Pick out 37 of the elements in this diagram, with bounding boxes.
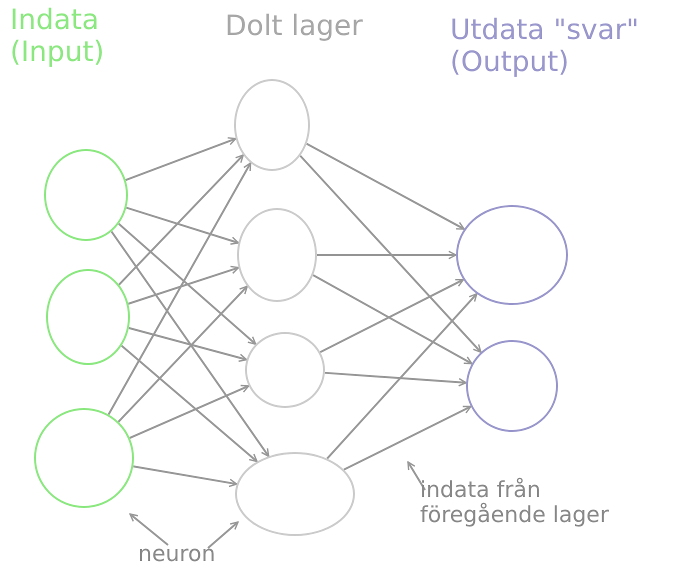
neuron-circle — [456, 205, 568, 305]
arrow — [120, 345, 258, 462]
arrow — [110, 230, 270, 457]
neuron-circle — [235, 452, 355, 536]
arrow — [312, 274, 473, 364]
leader-line — [407, 461, 426, 491]
annotation-text: indata från föregående lager — [420, 478, 660, 529]
annotation-text: neuron — [138, 542, 278, 568]
leader-line — [129, 513, 169, 546]
layer-heading: Utdata "svar" (Output) — [450, 14, 640, 78]
arrow — [128, 266, 240, 305]
neuron-circle — [234, 79, 310, 171]
arrow — [326, 293, 478, 460]
arrow — [129, 384, 250, 439]
neuron-circle — [44, 149, 128, 241]
arrow — [343, 406, 472, 471]
arrow — [306, 142, 465, 230]
arrow — [133, 465, 238, 488]
arrow — [108, 162, 252, 415]
layer-heading: Dolt lager — [225, 10, 364, 42]
layer-heading: Indata (Input) — [10, 4, 106, 68]
arrow — [320, 278, 464, 354]
neuron-circle — [245, 332, 325, 408]
neuron-circle — [34, 408, 134, 508]
leader-line — [207, 521, 239, 549]
neuron-circle — [46, 269, 130, 365]
arrow — [118, 286, 248, 422]
neuron-circle — [237, 208, 317, 302]
arrow — [324, 372, 467, 387]
arrow — [128, 327, 248, 362]
neuron-circle — [466, 340, 558, 432]
arrow — [126, 206, 240, 245]
arrow — [125, 137, 236, 181]
arrow — [300, 155, 482, 353]
arrow — [118, 154, 244, 286]
arrow — [317, 250, 457, 260]
arrow — [118, 223, 256, 345]
